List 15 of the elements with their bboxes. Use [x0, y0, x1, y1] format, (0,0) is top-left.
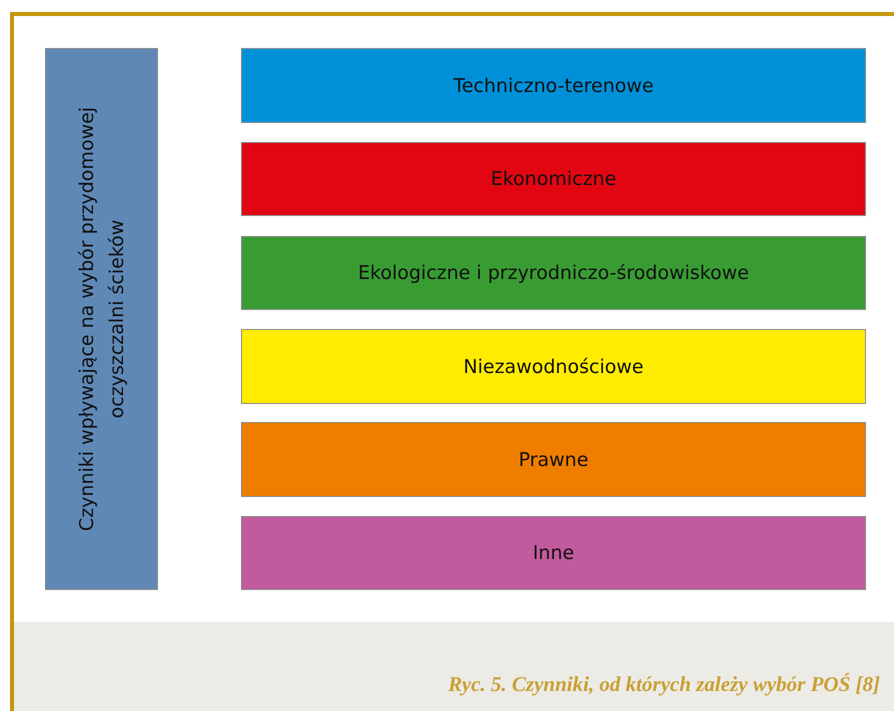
factor-box	[241, 236, 866, 310]
factor-label: Prawne	[518, 448, 588, 470]
factor-label: Ekologiczne i przyrodniczo-środowiskowe	[358, 262, 749, 284]
title-box	[45, 48, 158, 590]
caption: Ryc. 5. Czynniki, od których zależy wybór POŚ [8]	[448, 672, 880, 697]
factor-box	[241, 142, 866, 216]
factor-box	[241, 329, 866, 404]
factor-label: Inne	[532, 542, 574, 564]
factor-box	[241, 516, 866, 590]
factor-box	[241, 48, 866, 123]
factor-box	[241, 422, 866, 497]
factor-label: Ekonomiczne	[490, 168, 616, 190]
title-text: Czynniki wpływające na wybór przydomowej oczyszczalni ścieków	[74, 106, 128, 534]
factor-label: Niezawodnościowe	[463, 356, 644, 378]
factor-label: Techniczno-terenowe	[453, 74, 654, 96]
